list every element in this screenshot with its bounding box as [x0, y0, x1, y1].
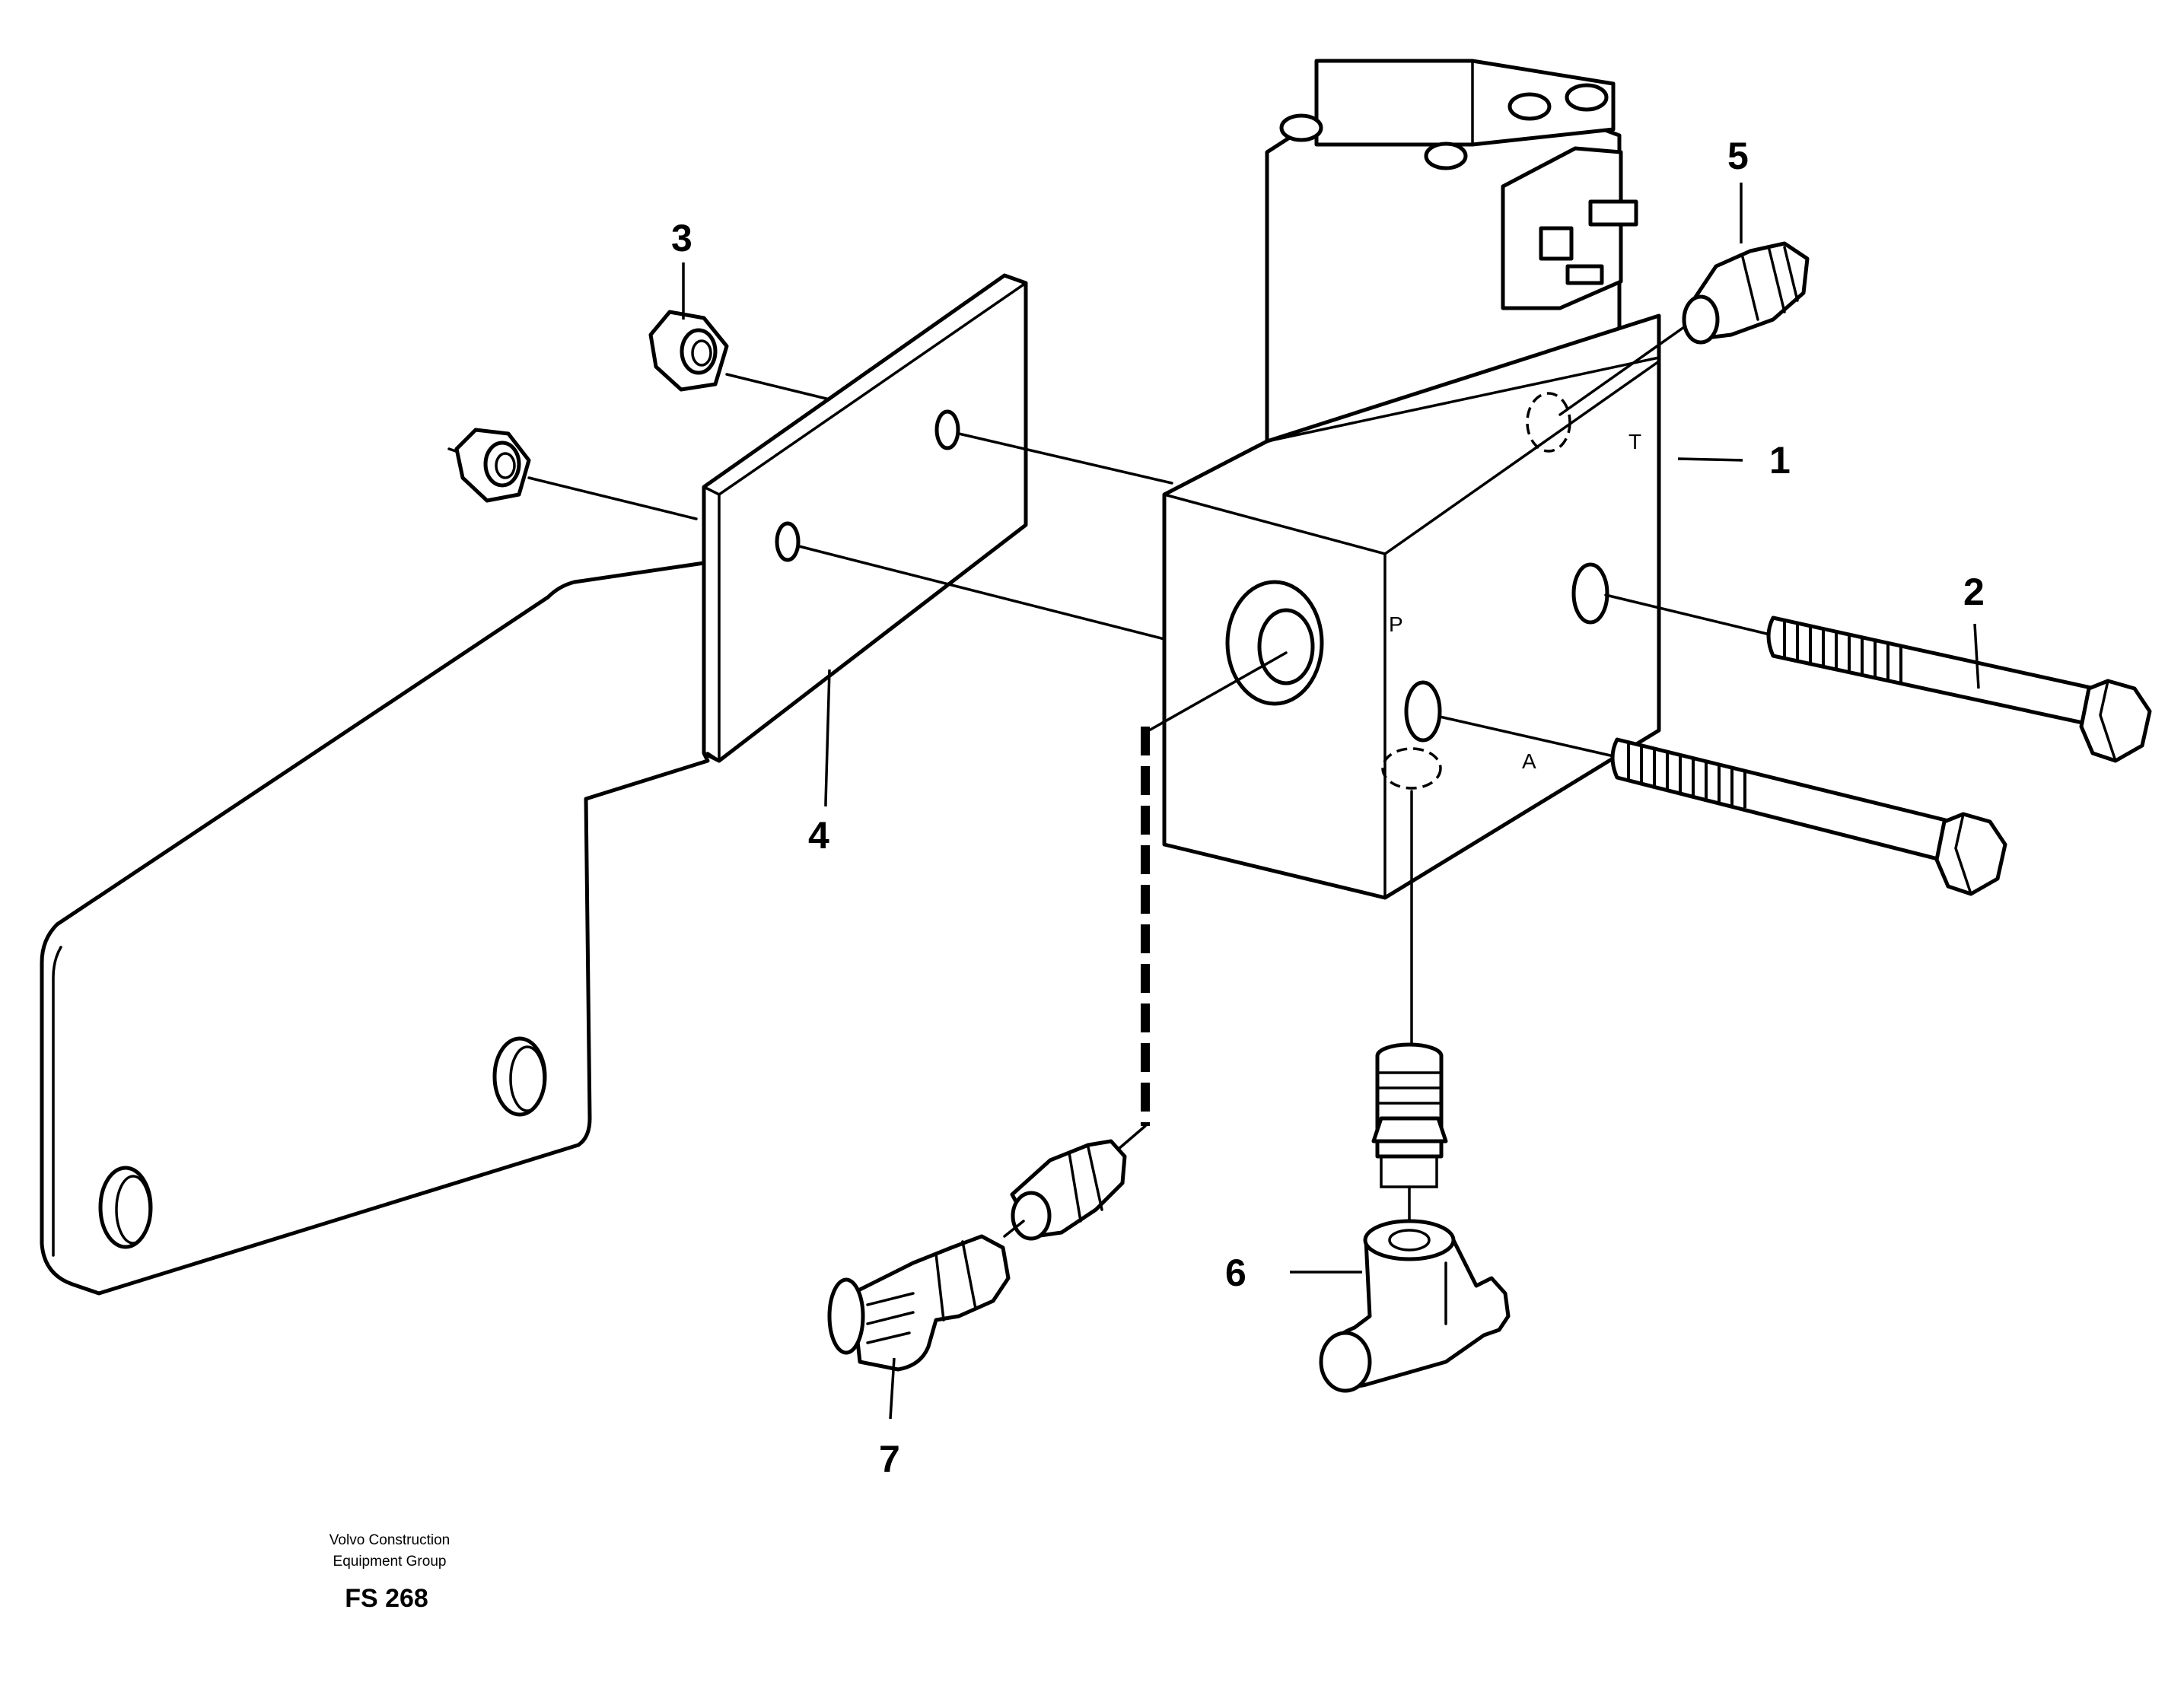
nut-part-3-lower — [447, 428, 531, 503]
connector-part-7 — [1010, 1124, 1147, 1241]
dashed-assembly-path — [1141, 651, 1288, 1126]
valve-block-part-1: P T A — [1162, 59, 1661, 900]
nut-part-3-upper — [648, 310, 729, 392]
callout-5: 5 — [1727, 135, 1749, 177]
port-label-t: T — [1628, 430, 1641, 453]
footer-company-line-1: Volvo Construction — [330, 1532, 450, 1548]
tee-fitting-part-6 — [1319, 1219, 1511, 1393]
callout-2: 2 — [1963, 571, 1985, 613]
bolt-part-2-upper — [1604, 593, 2152, 763]
callout-4: 4 — [808, 814, 829, 857]
footer-figure-code: FS 268 — [345, 1584, 428, 1613]
callout-1: 1 — [1769, 439, 1791, 482]
port-label-p: P — [1389, 612, 1403, 636]
fitting-part-5 — [1558, 241, 1810, 416]
port-label-a: A — [1522, 749, 1536, 773]
bolt-part-2-lower — [1438, 715, 2007, 896]
leader-lines — [682, 183, 1980, 1420]
callout-6: 6 — [1225, 1252, 1246, 1294]
callout-3: 3 — [671, 217, 692, 259]
footer-company-line-2: Equipment Group — [333, 1554, 447, 1570]
connector-part-6 — [1371, 1042, 1448, 1188]
callout-7: 7 — [879, 1438, 900, 1481]
elbow-part-7 — [827, 1234, 1011, 1372]
bracket-part-4 — [40, 273, 1028, 1296]
